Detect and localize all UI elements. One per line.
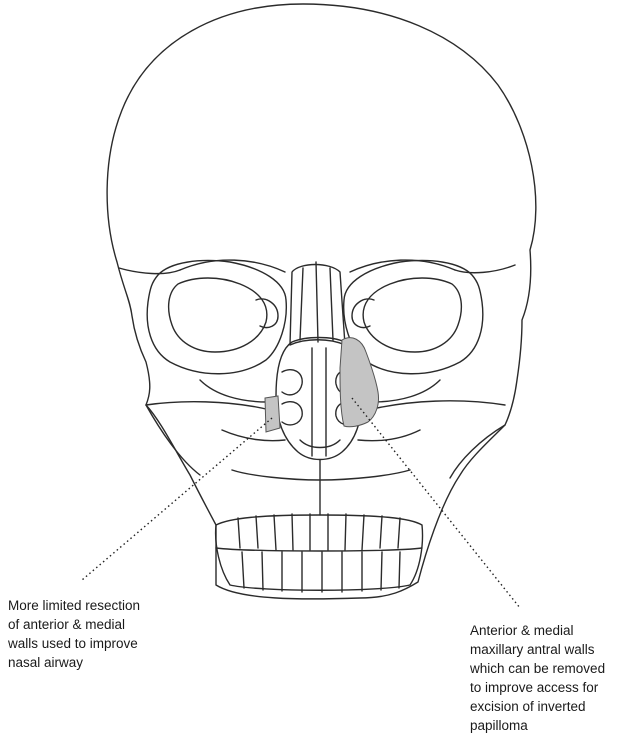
label-line: walls used to improve xyxy=(8,634,140,653)
left-orbit xyxy=(147,261,286,374)
label-line: of anterior & medial xyxy=(8,615,140,634)
limited-resection-area xyxy=(265,396,280,432)
label-line: to improve access for xyxy=(470,678,605,697)
cranium-outline xyxy=(107,4,536,599)
label-maxillary-walls: Anterior & medial maxillary antral walls… xyxy=(470,621,605,735)
label-line: nasal airway xyxy=(8,653,140,672)
label-line: Anterior & medial xyxy=(470,621,605,640)
label-line: which can be removed xyxy=(470,659,605,678)
maxillary-antral-walls-area xyxy=(340,338,379,427)
right-leader-line xyxy=(352,398,520,608)
teeth xyxy=(216,514,423,592)
label-line: excision of inverted xyxy=(470,697,605,716)
label-line: papilloma xyxy=(470,716,605,735)
left-leader-line xyxy=(82,418,272,580)
label-limited-resection: More limited resection of anterior & med… xyxy=(8,596,140,672)
label-line: maxillary antral walls xyxy=(470,640,605,659)
label-line: More limited resection xyxy=(8,596,140,615)
